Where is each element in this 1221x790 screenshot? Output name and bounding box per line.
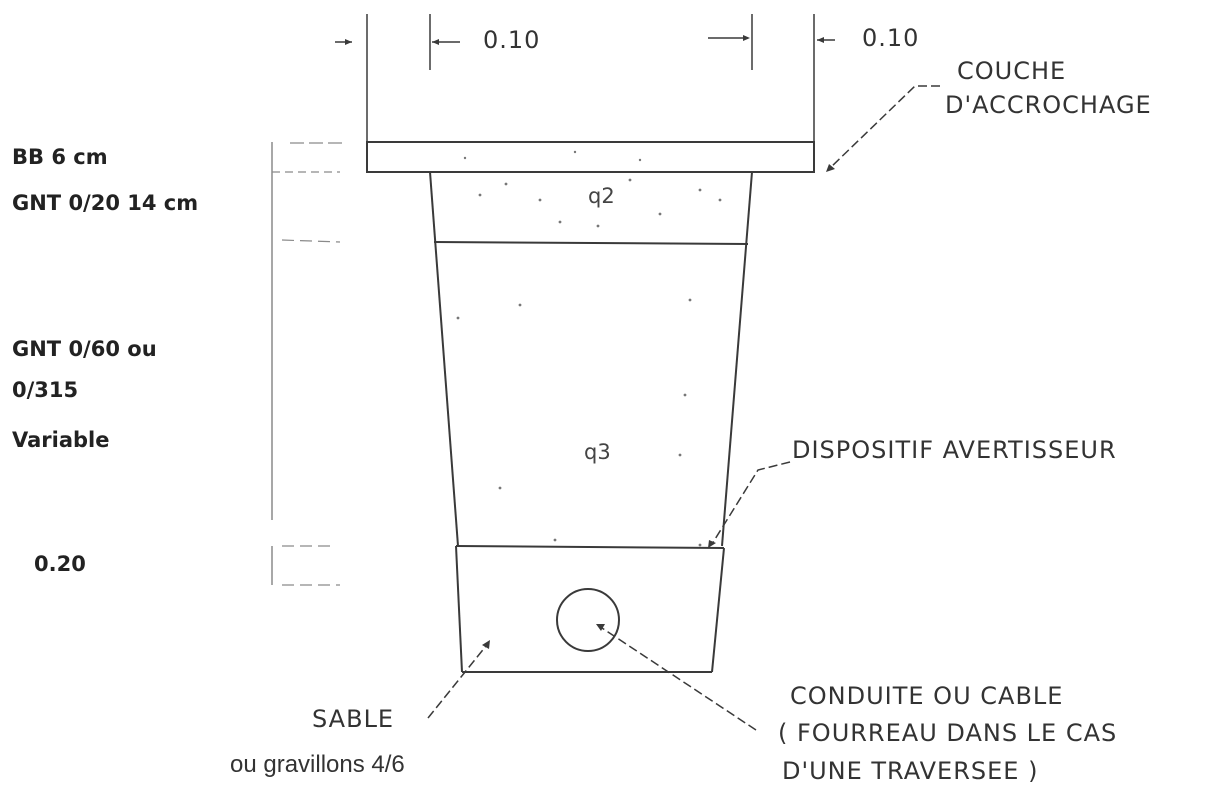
layer-label-bb: BB 6 cm — [12, 145, 108, 169]
boundary-q3-sand — [455, 545, 725, 549]
leader-couche-arrowhead — [826, 164, 835, 172]
zone-label-q3: q3 — [584, 440, 611, 464]
zone-label-q2: q2 — [588, 184, 615, 208]
dim-label-right: 0.10 — [862, 24, 920, 52]
callout-sable: SABLE — [312, 705, 395, 733]
callout-conduite-line3: D'UNE TRAVERSEE ) — [782, 757, 1039, 785]
leader-conduite — [601, 627, 757, 731]
leader-dispositif-arrowhead — [708, 540, 716, 548]
callout-conduite-line1: CONDUITE OU CABLE — [790, 682, 1064, 710]
dim-label-left: 0.10 — [483, 26, 541, 54]
sand-right-wall — [711, 547, 725, 673]
callout-gravillons: ou gravillons 4/6 — [230, 751, 405, 778]
layer-label-gnt-060: GNT 0/60 ou — [12, 337, 157, 361]
sand-left-wall — [455, 545, 463, 673]
layer-label-depth-020: 0.20 — [34, 552, 86, 576]
conduit-circle — [556, 588, 620, 652]
layer-label-variable: Variable — [12, 428, 110, 452]
leader-dispositif — [711, 461, 791, 545]
boundary-q2-q3 — [433, 241, 749, 245]
aggregate-speckles — [456, 150, 722, 547]
layer-label-gnt-020: GNT 0/20 14 cm — [12, 191, 199, 215]
bb-surface-slab — [366, 141, 815, 173]
dim-arrowhead-right-inner — [743, 35, 750, 41]
callout-conduite-line2: ( FOURREAU DANS LE CAS — [778, 719, 1118, 747]
leader-couche — [829, 85, 940, 169]
dim-arrowhead-left-outer — [345, 39, 352, 45]
leader-sable-arrowhead — [482, 640, 490, 649]
left-tick-242 — [281, 239, 341, 243]
callout-couche-line1: COUCHE — [957, 57, 1067, 85]
layer-label-gnt-0315: 0/315 — [12, 378, 79, 402]
trench-left-wall — [429, 171, 459, 547]
leader-sable — [427, 645, 487, 719]
leader-conduite-arrowhead — [596, 624, 605, 631]
dim-arrowhead-right-outer — [817, 37, 824, 43]
trench-right-wall — [721, 171, 753, 547]
callout-couche-line2: D'ACCROCHAGE — [945, 91, 1152, 119]
dim-arrowhead-left-inner — [432, 39, 439, 45]
callout-dispositif: DISPOSITIF AVERTISSEUR — [792, 436, 1117, 464]
